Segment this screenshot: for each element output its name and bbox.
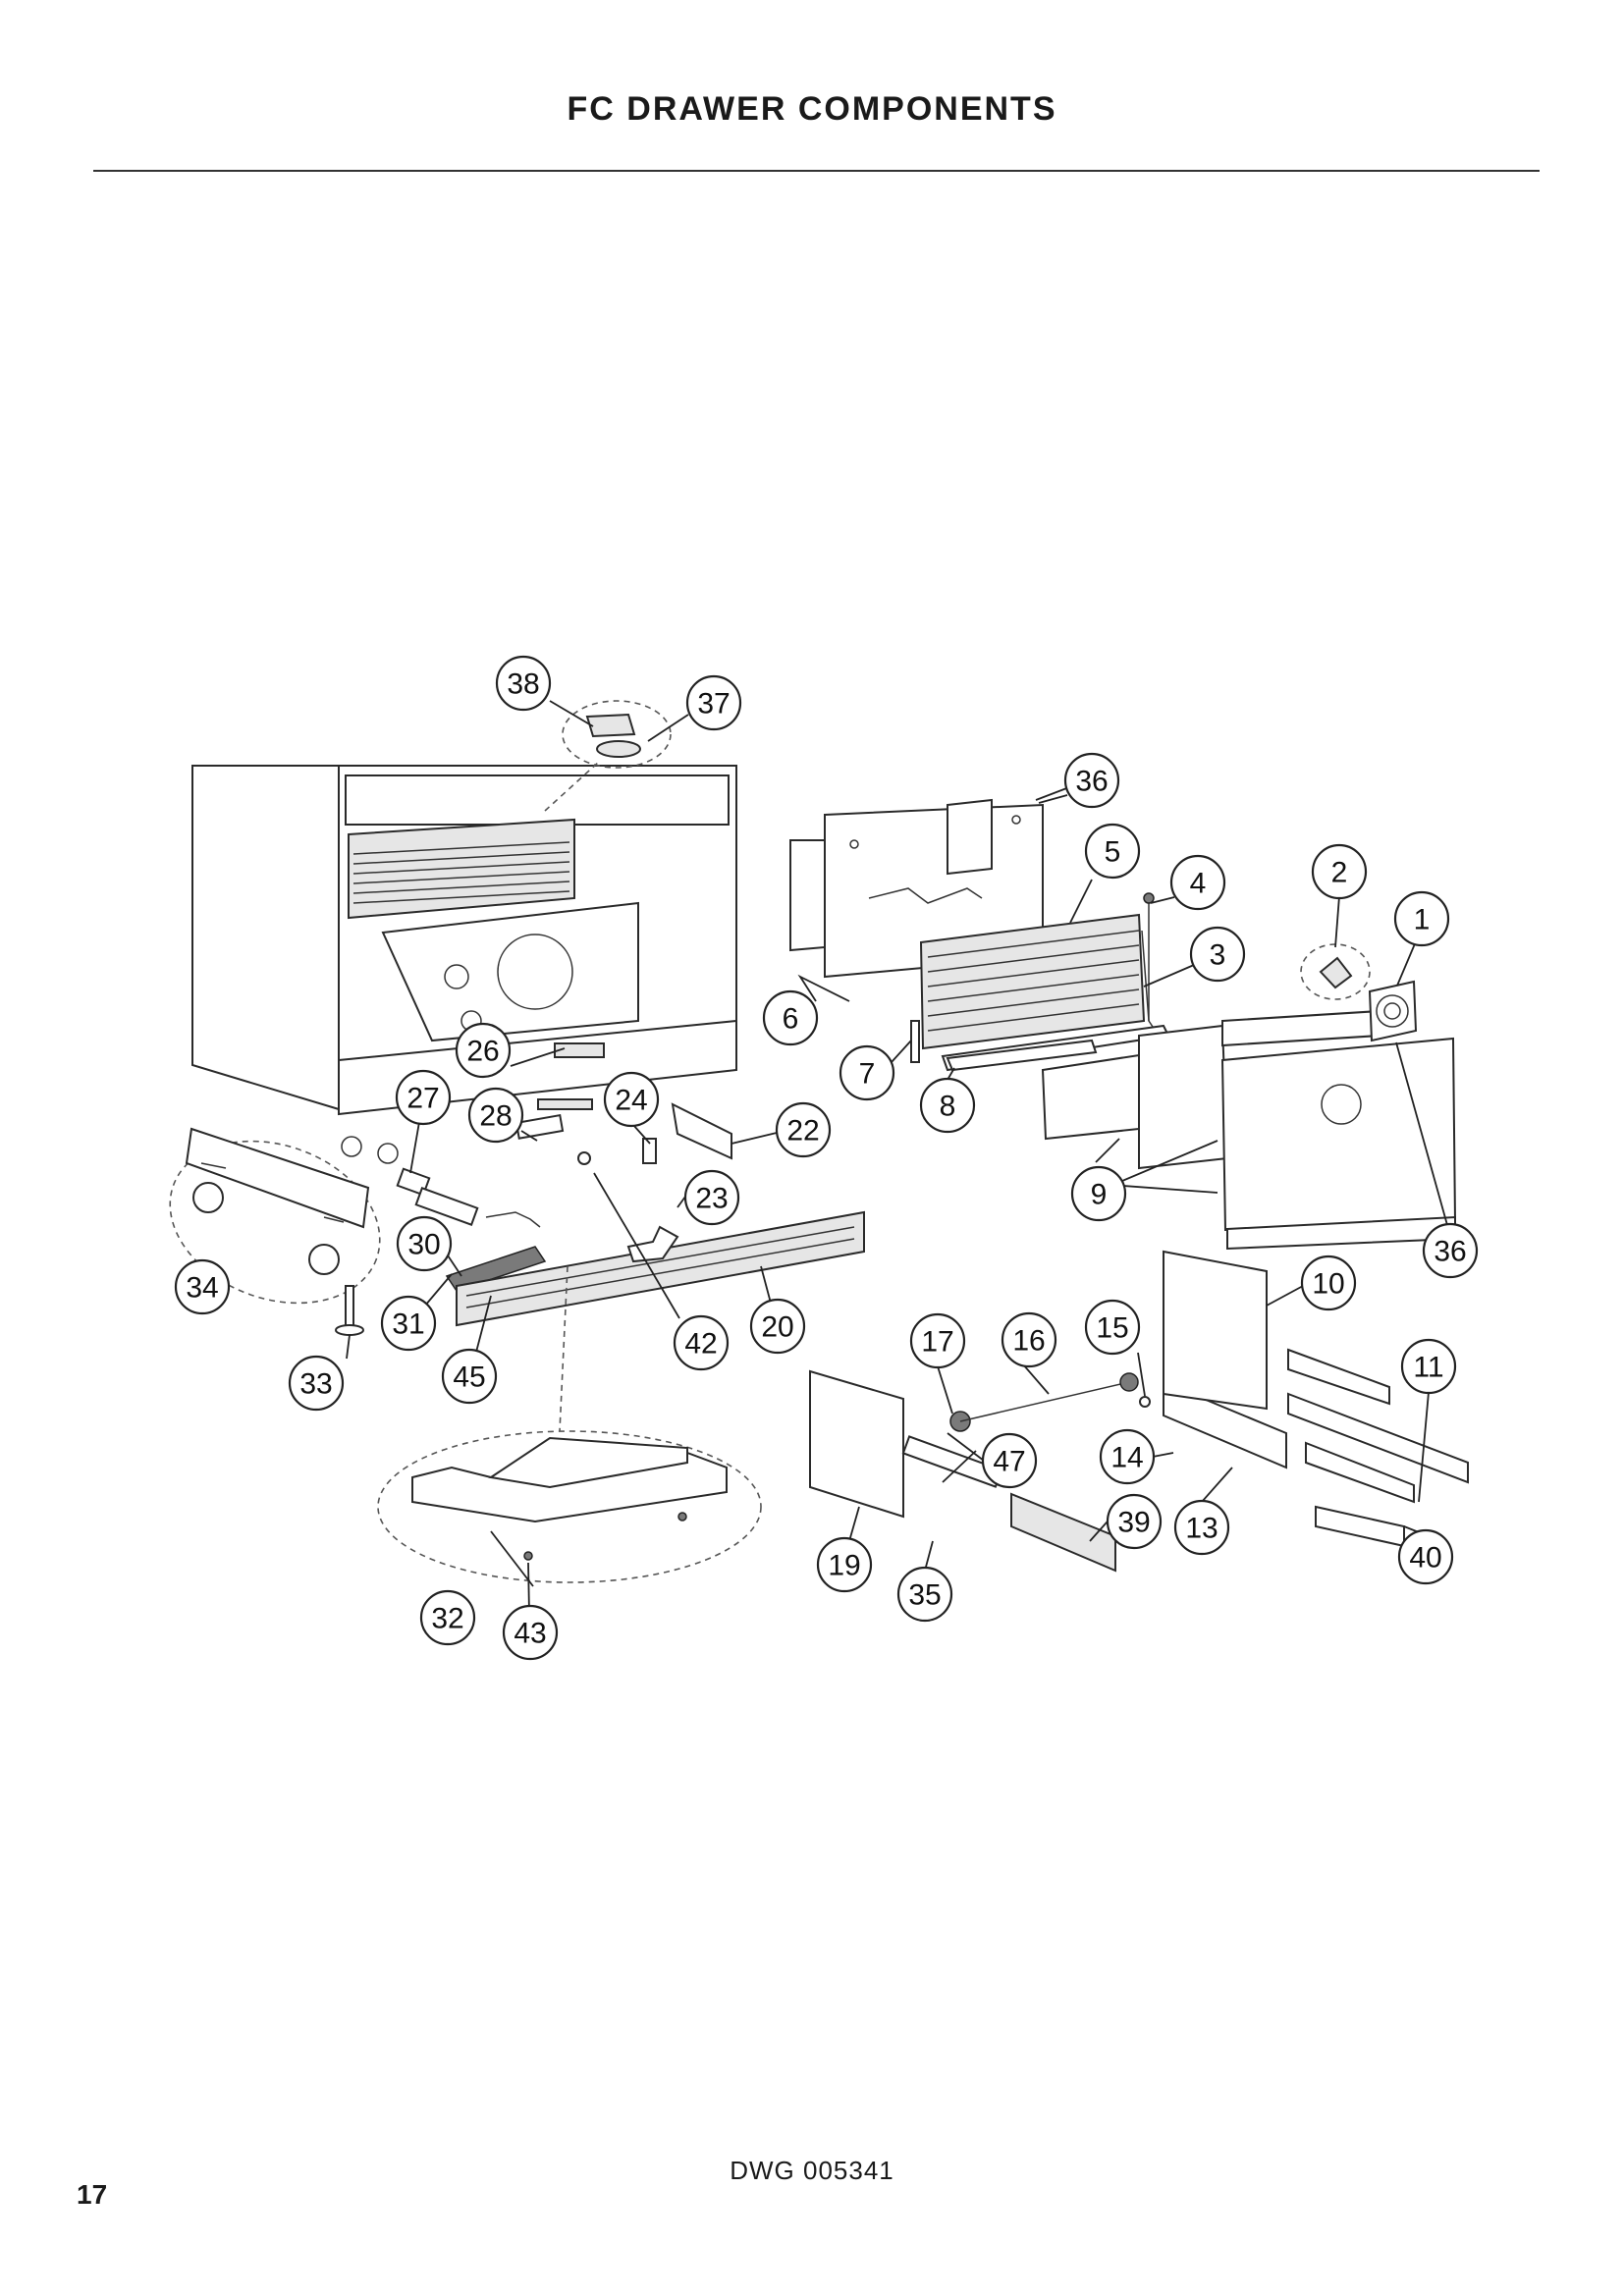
callout-4: 4 [1169,854,1226,911]
svg-text:17: 17 [921,1326,953,1359]
callout-39: 39 [1106,1493,1163,1550]
callout-31: 31 [380,1295,437,1352]
svg-text:11: 11 [1413,1352,1443,1384]
svg-text:36: 36 [1075,766,1108,798]
svg-text:23: 23 [695,1183,728,1215]
callout-43: 43 [502,1604,559,1661]
svg-text:34: 34 [186,1272,218,1305]
drawing-number: DWG 005341 [730,2156,894,2185]
svg-text:5: 5 [1105,836,1121,869]
callout-30: 30 [396,1215,453,1272]
svg-text:36: 36 [1434,1236,1466,1268]
callout-47: 47 [981,1432,1038,1489]
svg-text:27: 27 [406,1083,439,1115]
callout-3: 3 [1189,926,1246,983]
svg-text:37: 37 [697,688,730,721]
callout-45: 45 [441,1348,498,1405]
callout-22: 22 [775,1101,832,1158]
callout-34: 34 [174,1258,231,1315]
svg-text:33: 33 [299,1368,332,1401]
evaporator-coil-drawing [919,913,1146,1050]
svg-text:30: 30 [407,1229,440,1261]
callout-9: 9 [1070,1165,1127,1222]
svg-text:10: 10 [1312,1268,1344,1301]
svg-text:40: 40 [1409,1542,1441,1575]
svg-text:35: 35 [908,1579,941,1612]
callout-17: 17 [909,1312,966,1369]
svg-text:2: 2 [1331,857,1348,889]
callout-13: 13 [1173,1499,1230,1556]
callout-33: 33 [288,1355,345,1412]
callout-24: 24 [603,1071,660,1128]
page-title: FC DRAWER COMPONENTS [567,90,1057,128]
svg-text:16: 16 [1012,1325,1045,1358]
callout-36-right: 36 [1422,1222,1479,1279]
svg-text:47: 47 [993,1446,1025,1478]
callout-7: 7 [839,1044,895,1101]
svg-text:14: 14 [1110,1442,1143,1474]
callout-38: 38 [495,655,552,712]
callout-35: 35 [896,1566,953,1623]
svg-text:19: 19 [828,1550,860,1582]
svg-text:1: 1 [1414,904,1431,936]
callout-15: 15 [1084,1299,1141,1356]
svg-text:42: 42 [684,1328,717,1361]
svg-text:3: 3 [1210,939,1226,972]
svg-text:7: 7 [859,1058,876,1091]
callout-26: 26 [455,1022,512,1079]
svg-text:13: 13 [1185,1513,1218,1545]
svg-text:28: 28 [479,1100,512,1133]
svg-text:39: 39 [1117,1507,1150,1539]
svg-text:32: 32 [431,1603,463,1635]
svg-text:26: 26 [466,1036,499,1068]
svg-text:6: 6 [783,1003,799,1036]
svg-text:4: 4 [1190,868,1207,900]
rear-panel-drawing [1041,1009,1457,1251]
callout-32: 32 [419,1589,476,1646]
callout-16: 16 [1001,1311,1057,1368]
callout-42: 42 [673,1314,730,1371]
callout-37: 37 [685,674,742,731]
callout-8: 8 [919,1077,976,1134]
svg-text:31: 31 [392,1308,424,1341]
svg-text:43: 43 [514,1618,546,1650]
callout-36-top: 36 [1063,752,1120,809]
callout-14: 14 [1099,1428,1156,1485]
callout-2: 2 [1311,843,1368,900]
svg-text:45: 45 [453,1362,485,1394]
callout-6: 6 [762,989,819,1046]
title-divider [93,170,1540,172]
callout-11: 11 [1400,1338,1457,1395]
svg-text:8: 8 [940,1091,956,1123]
svg-text:9: 9 [1091,1179,1108,1211]
callout-40: 40 [1397,1528,1454,1585]
svg-text:22: 22 [786,1115,819,1148]
callout-20: 20 [749,1298,806,1355]
callout-19: 19 [816,1536,873,1593]
cabinet-drawing [191,765,737,1164]
callout-23: 23 [683,1169,740,1226]
callout-10: 10 [1300,1255,1357,1311]
callout-28: 28 [467,1087,524,1144]
svg-text:20: 20 [761,1311,793,1344]
svg-text:15: 15 [1096,1312,1128,1345]
page-number: 17 [77,2179,108,2210]
leader-lines [346,700,1448,1615]
callout-1: 1 [1393,890,1450,947]
svg-text:38: 38 [507,668,539,701]
svg-text:24: 24 [615,1085,647,1117]
callout-27: 27 [395,1069,452,1126]
callout-5: 5 [1084,823,1141,880]
